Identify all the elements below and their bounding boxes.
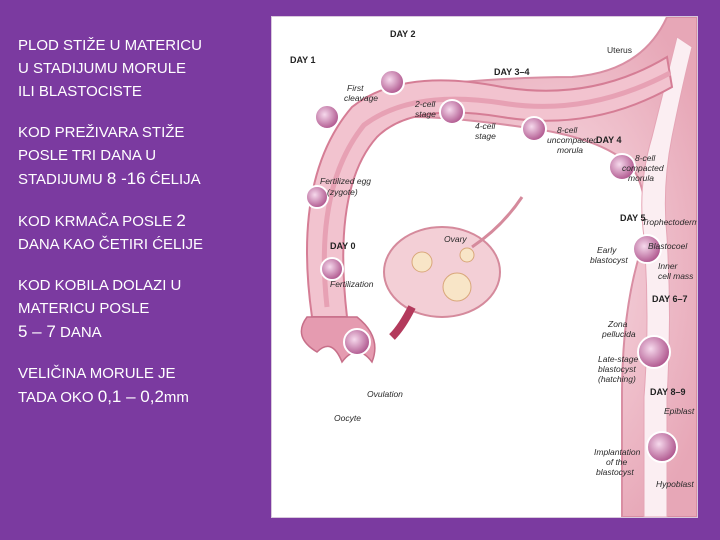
paragraph-5: VELIČINA MORULE JE TADA OKO 0,1 – 0,2mm [18,362,263,409]
early-blastocyst [632,234,662,264]
label-two-cell: 2-cell [414,99,436,109]
label-zygote: (zygote) [327,187,358,197]
text-span: TADA OKO [18,389,98,406]
ovarian-ligament [471,196,524,249]
label-early-blastocyst: blastocyst [590,255,628,265]
text-line: KOD KOBILA DOLAZI U [18,277,182,294]
label-uncompacted: morula [557,145,583,155]
implanting-blastocyst [646,431,678,463]
paragraph-2: KOD PREŽIVARA STIŽE POSLE TRI DANA U STA… [18,121,263,191]
label-day1: DAY 1 [290,55,316,65]
label-epiblast: Epiblast [664,406,695,416]
label-oocyte: Oocyte [334,413,361,423]
label-two-cell: stage [415,109,436,119]
text-span: mm [163,389,189,406]
label-day2: DAY 2 [390,29,416,39]
label-uterus: Uterus [607,45,632,55]
label-inner-cell-mass: cell mass [658,271,694,281]
uncompacted-morula [521,116,547,142]
four-cell-stage [439,99,465,125]
label-late-blastocyst: (hatching) [598,374,636,384]
label-implantation: blastocyst [596,467,634,477]
label-day8-9: DAY 8–9 [650,387,686,397]
label-ovulation: Ovulation [367,389,403,399]
follicle [459,247,475,263]
text-line: ILI BLASTOCISTE [18,83,142,100]
compacted-morula [608,153,636,181]
label-blastocoel: Blastocoel [648,241,688,251]
label-uncompacted: 8-cell [557,125,578,135]
label-inner-cell-mass: Inner [658,261,679,271]
fallopian-tube [306,55,674,318]
text-line: KOD KRMAČA POSLE 2 [18,209,263,233]
label-implantation: of the [606,457,628,467]
text-span: KOD KRMAČA POSLE [18,213,177,230]
two-cell-stage [379,69,405,95]
label-zygote: Fertilized egg [320,176,371,186]
paragraph-3: KOD KRMAČA POSLE 2 DANA KAO ČETIRI ĆELIJ… [18,209,263,256]
label-first-cleavage: First [347,83,364,93]
label-implantation: Implantation [594,447,641,457]
text-line: STADIJUMU 8 -16 ĆELIJA [18,167,263,191]
label-uncompacted: uncompacted [547,135,598,145]
label-compacted: 8-cell [635,153,656,163]
text-number: 2 [176,211,186,230]
ruptured-follicle [389,305,416,340]
text-line: 5 – 7 DANA [18,320,263,344]
text-line: POSLE TRI DANA U [18,147,157,164]
text-number: 0,1 – 0,2 [97,387,164,406]
label-day6-7: DAY 6–7 [652,294,688,304]
paragraph-1: PLOD STIŽE U MATERICU U STADIJUMU MORULE… [18,34,263,103]
text-span: DANA [55,324,102,341]
label-zona: Zona [607,319,628,329]
text-line: KOD PREŽIVARA STIŽE [18,124,185,141]
tube-lumen [321,70,672,308]
label-first-cleavage: cleavage [344,93,378,103]
fertilization-cell [320,257,344,281]
zygote-cell [305,185,329,209]
follicle [411,251,433,273]
label-late-blastocyst: blastocyst [598,364,636,374]
label-zona: pellucida [601,329,636,339]
label-four-cell: stage [475,131,496,141]
text-number: 8 -16 [106,169,146,188]
label-ovary: Ovary [444,234,467,244]
text-line: TADA OKO 0,1 – 0,2mm [18,385,263,409]
diagram-svg: DAY 1 DAY 2 DAY 3–4 DAY 4 DAY 5 DAY 6–7 … [290,17,697,517]
label-four-cell: 4-cell [475,121,496,131]
slide-text: PLOD STIŽE U MATERICU U STADIJUMU MORULE… [18,34,263,427]
text-line: DANA KAO ČETIRI ĆELIJE [18,236,204,253]
label-day5: DAY 5 [620,213,646,223]
oocyte-cell [343,328,371,356]
label-compacted: compacted [622,163,664,173]
label-fertilization: Fertilization [330,279,374,289]
label-day3-4: DAY 3–4 [494,67,530,77]
paragraph-4: KOD KOBILA DOLAZI U MATERICU POSLE 5 – 7… [18,274,263,344]
uterine-cavity [641,36,693,517]
text-number: 5 – 7 [18,322,56,341]
text-line: PLOD STIŽE U MATERICU [18,37,202,54]
text-line: U STADIJUMU MORULE [18,60,187,77]
text-line: VELIČINA MORULE JE [18,365,176,382]
label-hypoblast: Hypoblast [656,479,694,489]
label-trophectoderm: Trophectoderm [642,217,697,227]
label-day4: DAY 4 [596,135,622,145]
text-line: MATERICU POSLE [18,300,150,317]
label-compacted: morula [628,173,654,183]
label-late-blastocyst: Late-stage [598,354,638,364]
label-early-blastocyst: Early [597,245,617,255]
embryo-development-diagram: DAY 1 DAY 2 DAY 3–4 DAY 4 DAY 5 DAY 6–7 … [271,16,698,518]
first-cleavage-cell [314,104,340,130]
label-day0: DAY 0 [330,241,356,251]
follicle [442,272,472,302]
text-span: ĆELIJA [145,171,201,188]
late-blastocyst [637,335,671,369]
text-span: STADIJUMU [18,171,107,188]
